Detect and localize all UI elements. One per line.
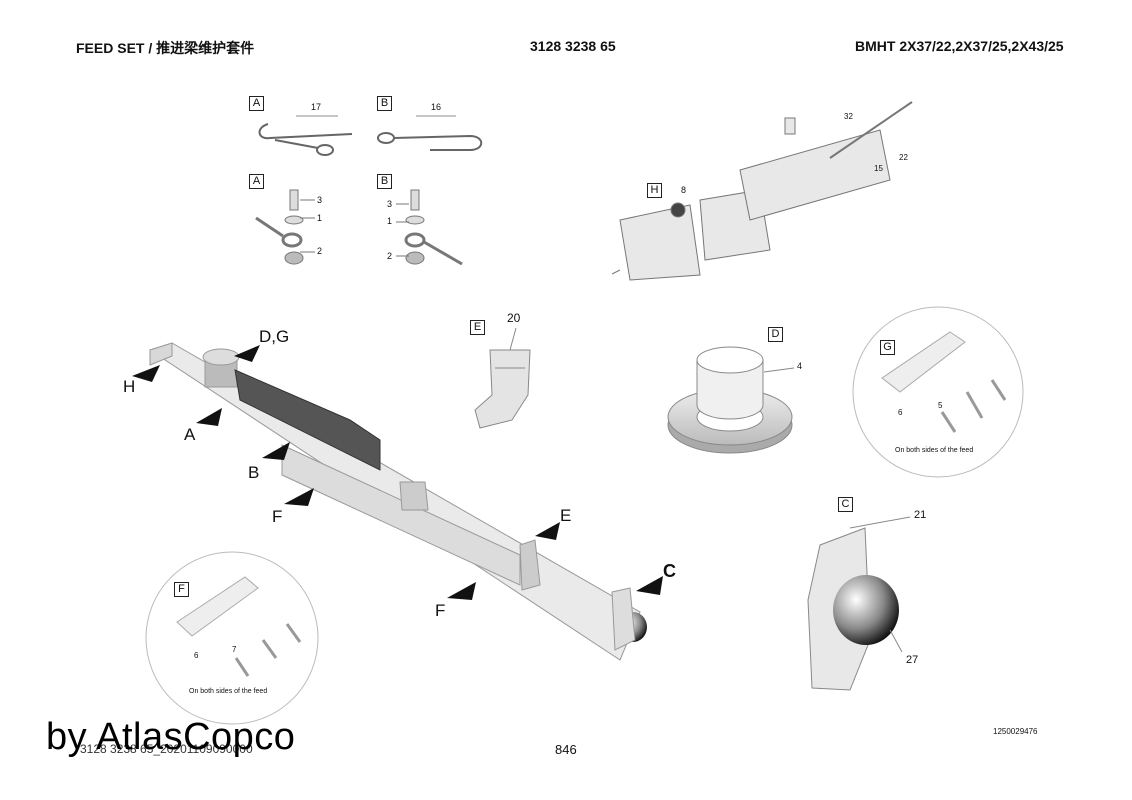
label-box-c: C [838,497,853,512]
feed-beam [148,342,647,661]
label-box-b: B [377,96,392,111]
cable-kit-b [377,115,483,151]
drawing-number: 1250029476 [993,727,1038,736]
header-part-number: 3128 3238 65 [530,38,616,54]
detail-f [145,551,319,725]
item-number: 7 [232,645,237,654]
item-number: 1 [317,213,323,223]
bracket-e [474,327,531,429]
item-number: 22 [899,153,908,162]
detail-g [852,306,1024,478]
page-number: 846 [555,742,577,757]
label-box-f: F [174,582,189,597]
label-box-g: G [880,340,895,355]
callout-label: F [435,601,446,620]
bolt-assembly-b [396,189,463,266]
item-number: 5 [938,401,943,410]
callout-label: A [184,425,196,444]
label-box-a: A [249,96,264,111]
item-number: 3 [317,195,323,205]
header-title: FEED SET / 推进梁维护套件 [76,40,255,56]
label-box-h: H [647,183,662,198]
item-number: 15 [874,164,883,173]
item-number: 20 [507,311,521,325]
callout-label: E [560,506,572,525]
item-number: 6 [898,408,903,417]
item-number: 27 [906,654,919,666]
item-number: 2 [317,246,323,256]
detail-note: On both sides of the feed [895,447,974,454]
watermark: by AtlasCopco [46,716,296,758]
item-number: 8 [681,185,687,195]
item-number: 1 [387,216,393,226]
label-box-e: E [470,320,485,335]
item-number: 16 [431,102,442,112]
callout-label: B [248,463,260,482]
plate-c [807,516,911,691]
callout-label: H [123,377,136,396]
callout-label: F [272,507,283,526]
callout-label: C [663,561,676,581]
label-box-d: D [768,327,783,342]
feed-end-exploded [611,101,913,281]
callout-label: D,G [259,327,290,346]
cable-kit-a [258,115,353,156]
label-box-b: B [377,174,392,189]
detail-note: On both sides of the feed [189,688,268,695]
item-number: 4 [797,361,803,371]
label-box-a: A [249,174,264,189]
item-number: 3 [387,199,393,209]
item-number: 32 [844,112,853,121]
callout-arrows [132,345,663,600]
item-number: 21 [914,509,927,521]
item-number: 6 [194,651,199,660]
header-model: BMHT 2X37/22,2X37/25,2X43/25 [855,38,1064,54]
bolt-assembly-a [255,189,315,265]
ring-d [667,346,795,454]
item-number: 17 [311,102,322,112]
item-number: 2 [387,251,393,261]
document-reference: 3128 3238 65_20201109090000 [80,742,253,756]
